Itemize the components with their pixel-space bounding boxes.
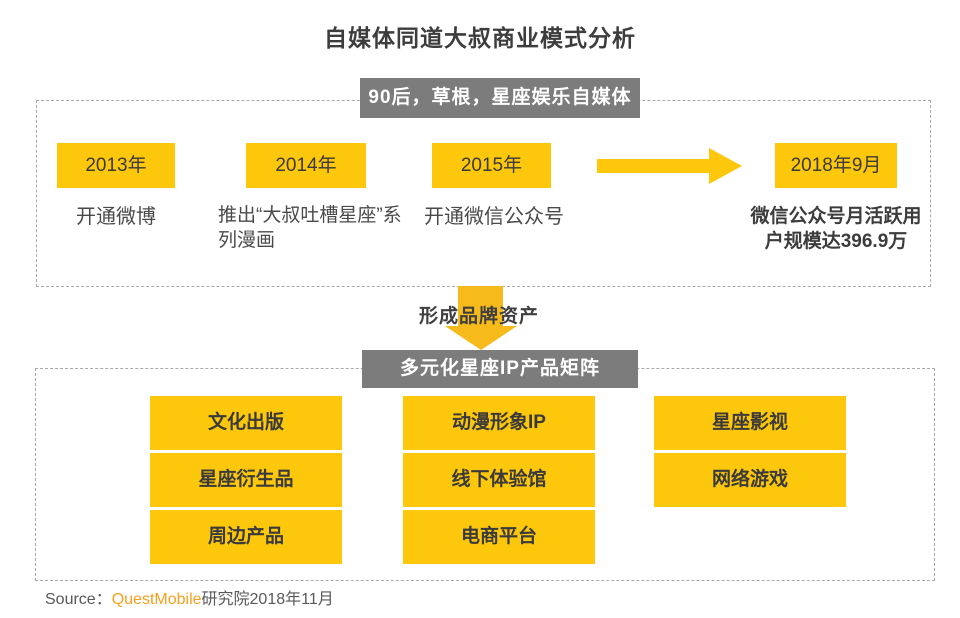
matrix-item-culture-publishing: 文化出版	[150, 396, 342, 450]
timeline-section-frame	[36, 100, 931, 287]
source-line: Source：QuestMobile研究院2018年11月	[45, 585, 334, 609]
matrix-item-constellation-derivatives: 星座衍生品	[150, 453, 342, 507]
down-arrow-icon	[458, 286, 503, 326]
matrix-item-constellation-film: 星座影视	[654, 396, 846, 450]
milestone-desc-2014: 推出“大叔吐槽星座”系列漫画	[218, 205, 402, 251]
matrix-item-ecommerce-platform: 电商平台	[403, 510, 595, 564]
transition-label: 形成品牌资产	[419, 306, 540, 327]
matrix-item-online-games: 网络游戏	[654, 453, 846, 507]
source-brand: QuestMobile	[111, 591, 202, 608]
matrix-banner: 多元化星座IP产品矩阵	[362, 350, 638, 388]
milestone-desc-2013: 开通微博	[76, 206, 156, 228]
matrix-item-peripheral-products: 周边产品	[150, 510, 342, 564]
year-chip-2014: 2014年	[246, 143, 366, 188]
milestone-desc-2018: 微信公众号月活跃用户规模达396.9万	[750, 206, 922, 252]
milestone-desc-2015: 开通微信公众号	[424, 206, 564, 228]
year-chip-2015: 2015年	[432, 143, 551, 188]
matrix-item-offline-experience: 线下体验馆	[403, 453, 595, 507]
year-chip-2018: 2018年9月	[775, 143, 897, 188]
right-arrow-icon	[597, 159, 709, 173]
timeline-banner: 90后，草根，星座娱乐自媒体	[360, 78, 640, 118]
right-arrow-head-icon	[709, 148, 742, 184]
down-arrow-head-icon	[445, 326, 517, 350]
year-chip-2013: 2013年	[57, 143, 175, 188]
matrix-item-anime-ip: 动漫形象IP	[403, 396, 595, 450]
source-prefix: Source：	[45, 591, 112, 608]
source-suffix: 研究院2018年11月	[201, 591, 334, 608]
page-title: 自媒体同道大叔商业模式分析	[324, 25, 636, 51]
